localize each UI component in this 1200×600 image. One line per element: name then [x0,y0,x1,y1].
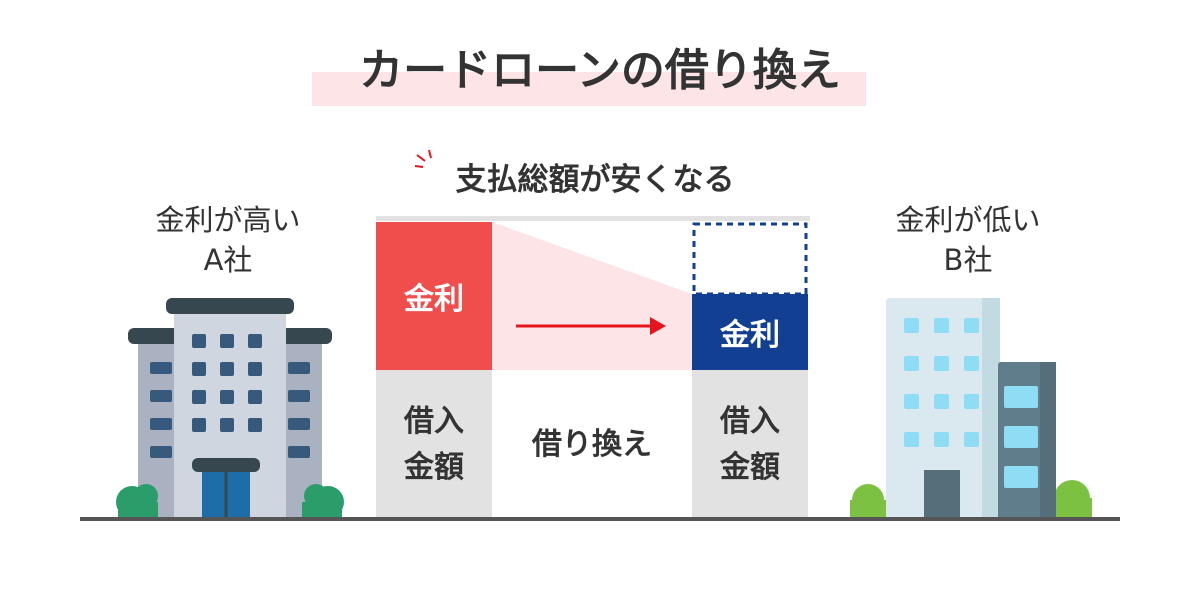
caption: 支払総額が安くなる [455,162,735,198]
arrow-right-head [650,317,666,335]
savings-highlight [492,222,692,370]
principal-label-b-line2: 金額 [720,450,780,485]
ground-line [80,517,1120,521]
principal-box-b [692,370,808,520]
principal-label-b: 借入 金額 [692,370,808,520]
interest-label-a: 金利 [376,222,492,370]
page-title: カードローンの借り換え [359,45,841,96]
interest-label-b: 金利 [692,294,808,370]
savings-dashed-box [692,222,808,296]
interest-label-b-text: 金利 [720,318,780,353]
title-highlight [312,72,866,106]
company-a-label: 金利が高い A社 [128,200,328,280]
principal-label-a-line2: 金額 [404,450,464,485]
office-building-icon [116,298,344,520]
company-b-label: 金利が低い B社 [868,200,1068,280]
principal-label-a-line1: 借入 [404,404,464,439]
interest-box-a [376,222,492,370]
interest-label-a-text: 金利 [404,282,464,317]
emphasis-icon [414,149,432,168]
office-building-icon [850,298,1092,520]
company-b-rate: 金利が低い [895,203,1041,237]
principal-box-a [376,370,492,520]
principal-label-a: 借入 金額 [376,370,492,520]
company-a-rate: 金利が高い [155,203,301,237]
refinance-action-text: 借り換え [532,427,652,462]
refinance-action-label: 借り換え [492,370,692,520]
principal-label-b-line1: 借入 [720,404,780,439]
refinance-diagram [376,216,810,520]
interest-box-b [692,294,808,370]
company-a-name: A社 [203,243,253,277]
company-b-name: B社 [943,243,993,277]
